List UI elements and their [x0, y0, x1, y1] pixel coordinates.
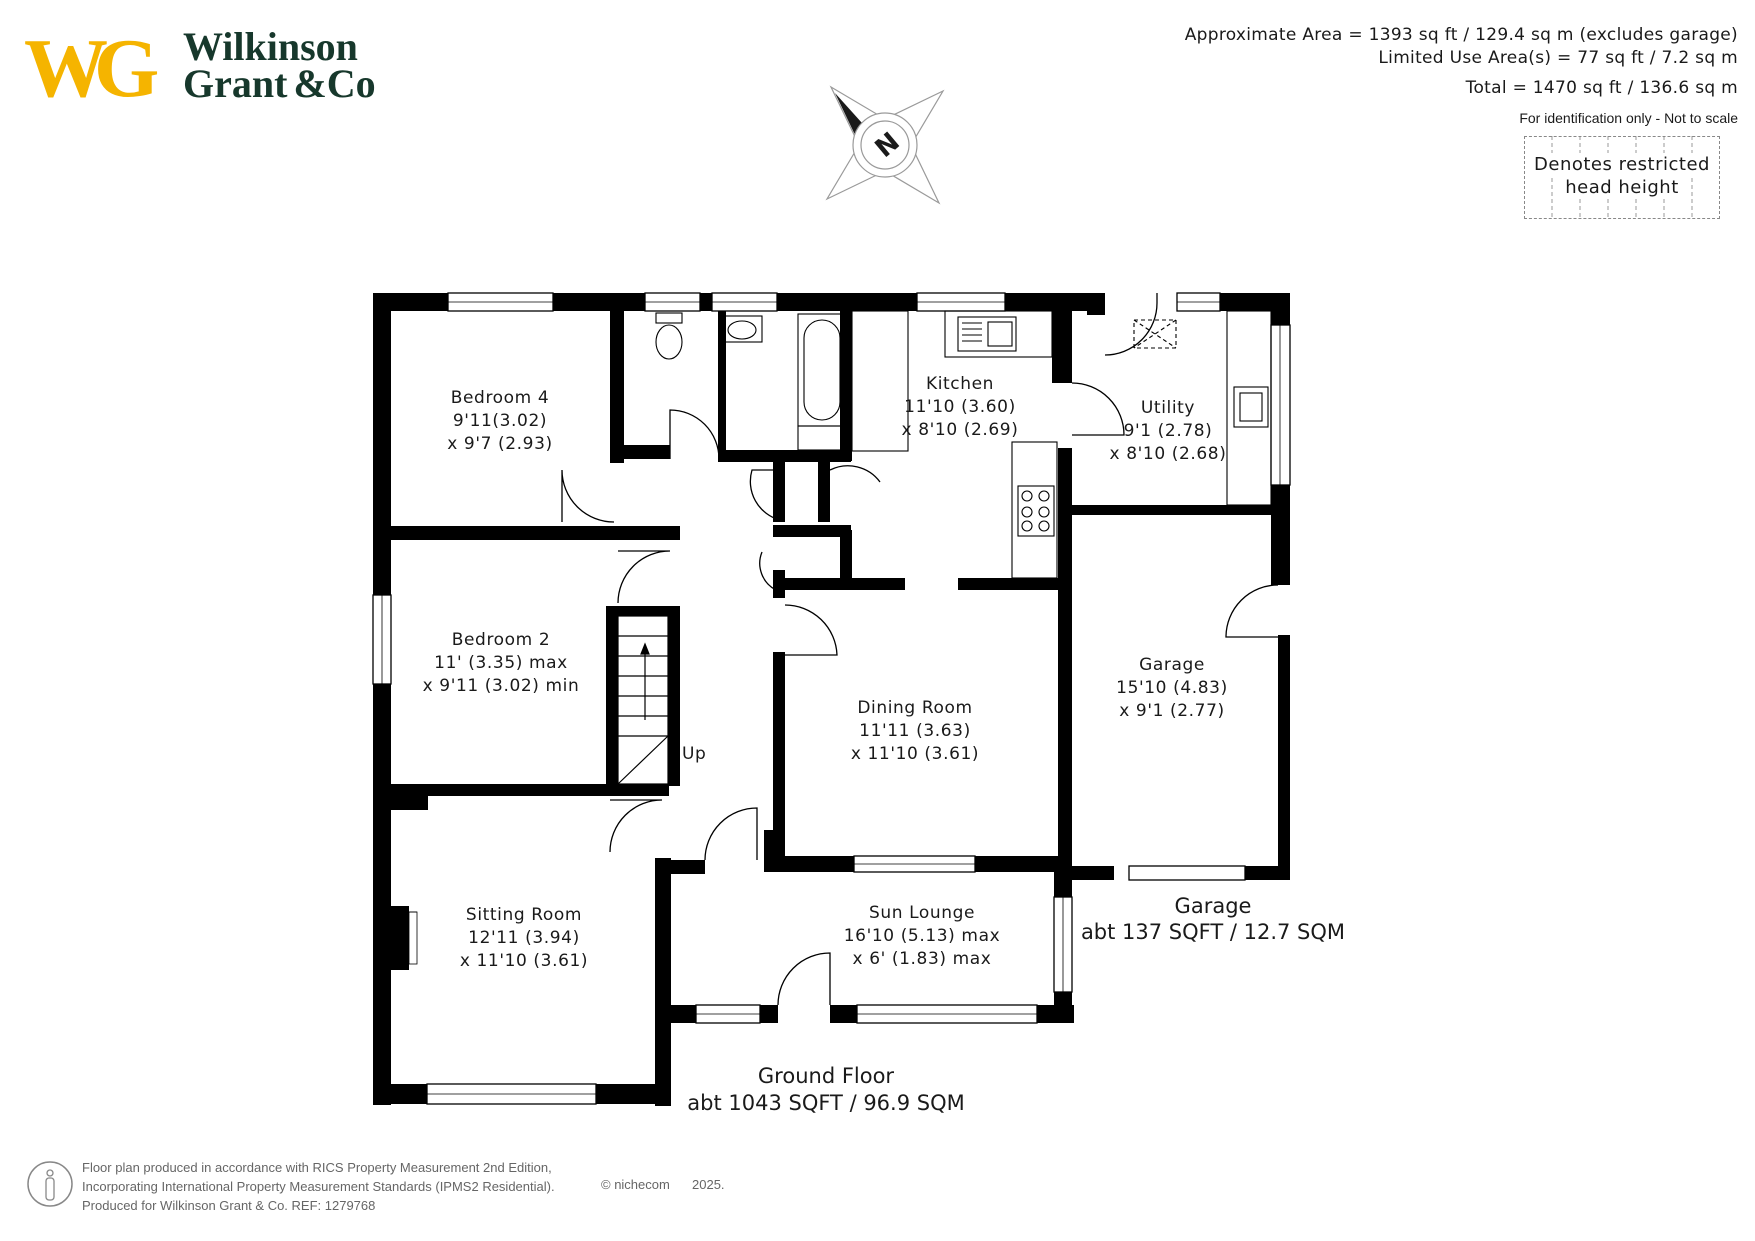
- room-dimension: 9'1 (2.78): [1124, 421, 1213, 441]
- restricted-height-legend: Denotes restricted head height: [1524, 136, 1720, 219]
- room-dimension: 12'11 (3.94): [468, 928, 580, 948]
- ground-floor-title: Ground Floor: [758, 1064, 895, 1088]
- room-dimension: 11' (3.35) max: [434, 653, 568, 673]
- staircase: [617, 615, 669, 785]
- garage-summary-area: abt 137 SQFT / 12.7 SQM: [1081, 920, 1345, 944]
- room-dimension: x 6' (1.83) max: [853, 949, 992, 969]
- footer-line-1: Floor plan produced in accordance with R…: [82, 1160, 552, 1175]
- approximate-area-text: Approximate Area = 1393 sq ft / 129.4 sq…: [1184, 25, 1738, 45]
- doors: [561, 293, 1279, 1006]
- room-sun-lounge: Sun Lounge 16'10 (5.13) max x 6' (1.83) …: [844, 903, 1001, 969]
- room-name: Sun Lounge: [869, 903, 975, 923]
- room-garage: Garage 15'10 (4.83) x 9'1 (2.77): [1116, 655, 1228, 721]
- garage-summary-title: Garage: [1175, 894, 1252, 918]
- room-dimension: 11'10 (3.60): [904, 397, 1016, 417]
- room-name: Utility: [1141, 398, 1195, 418]
- footer-year: 2025.: [692, 1177, 725, 1192]
- window-glazing-lines: [381, 301, 1281, 1095]
- room-bedroom-2: Bedroom 2 11' (3.35) max x 9'11 (3.02) m…: [423, 630, 580, 696]
- room-name: Dining Room: [857, 698, 972, 718]
- scale-disclaimer: For identification only - Not to scale: [1519, 110, 1738, 126]
- footer-line-2: Incorporating International Property Mea…: [82, 1179, 555, 1194]
- room-sitting-room: Sitting Room 12'11 (3.94) x 11'10 (3.61): [460, 905, 588, 971]
- stairs-up-label: Up: [682, 744, 706, 764]
- kitchen-fixtures: [851, 310, 1058, 579]
- room-kitchen: Kitchen 11'10 (3.60) x 8'10 (2.69): [902, 374, 1019, 440]
- brand-name-grant: Grant: [183, 61, 288, 106]
- footer-credits: Floor plan produced in accordance with R…: [82, 1158, 555, 1215]
- room-dimension: x 11'10 (3.61): [851, 744, 979, 764]
- room-dimension: x 11'10 (3.61): [460, 951, 588, 971]
- utility-fixtures: [1133, 310, 1272, 506]
- brand-name-line2: Grant&Co: [183, 61, 376, 106]
- room-dimension: 16'10 (5.13) max: [844, 926, 1001, 946]
- total-area-text: Total = 1470 sq ft / 136.6 sq m: [1465, 78, 1738, 98]
- footer-line-3: Produced for Wilkinson Grant & Co. REF: …: [82, 1198, 376, 1213]
- compass-rose-icon: N: [825, 85, 945, 205]
- room-dimension: x 8'10 (2.69): [902, 420, 1019, 440]
- room-name: Kitchen: [926, 374, 994, 394]
- room-dimension: 15'10 (4.83): [1116, 678, 1228, 698]
- room-dimension: x 9'11 (3.02) min: [423, 676, 580, 696]
- person-scale-icon: [27, 1161, 73, 1207]
- room-utility: Utility 9'1 (2.78) x 8'10 (2.68): [1110, 398, 1227, 464]
- room-dimension: 11'11 (3.63): [859, 721, 971, 741]
- ground-floor-summary: Ground Floor abt 1043 SQFT / 96.9 SQM: [687, 1064, 964, 1115]
- brand-logo: WG Wilkinson Grant&Co: [24, 22, 376, 115]
- room-dimension: x 9'7 (2.93): [447, 434, 553, 454]
- brand-monogram: WG: [24, 22, 158, 115]
- footer-copyright: © nichecom: [601, 1177, 670, 1192]
- room-bedroom-4: Bedroom 4 9'11(3.02) x 9'7 (2.93): [447, 388, 553, 454]
- bathroom-fixtures: [655, 312, 847, 451]
- brand-name-line1: Wilkinson: [183, 24, 358, 69]
- room-dimension: x 8'10 (2.68): [1110, 444, 1227, 464]
- legend-line-1: Denotes restricted: [1534, 153, 1710, 176]
- limited-use-area-text: Limited Use Area(s) = 77 sq ft / 7.2 sq …: [1378, 48, 1738, 68]
- garage-area-summary: Garage abt 137 SQFT / 12.7 SQM: [1081, 894, 1345, 944]
- room-name: Sitting Room: [466, 905, 582, 925]
- room-dining-room: Dining Room 11'11 (3.63) x 11'10 (3.61): [851, 698, 979, 764]
- walls: [373, 293, 1290, 1106]
- room-dimension: x 9'1 (2.77): [1119, 701, 1225, 721]
- legend-line-2: head height: [1565, 176, 1679, 199]
- room-name: Bedroom 4: [451, 388, 550, 408]
- room-name: Garage: [1139, 655, 1205, 675]
- room-dimension: 9'11(3.02): [453, 411, 547, 431]
- ground-floor-area: abt 1043 SQFT / 96.9 SQM: [687, 1091, 964, 1115]
- room-name: Bedroom 2: [452, 630, 551, 650]
- brand-name-co: &Co: [293, 61, 375, 106]
